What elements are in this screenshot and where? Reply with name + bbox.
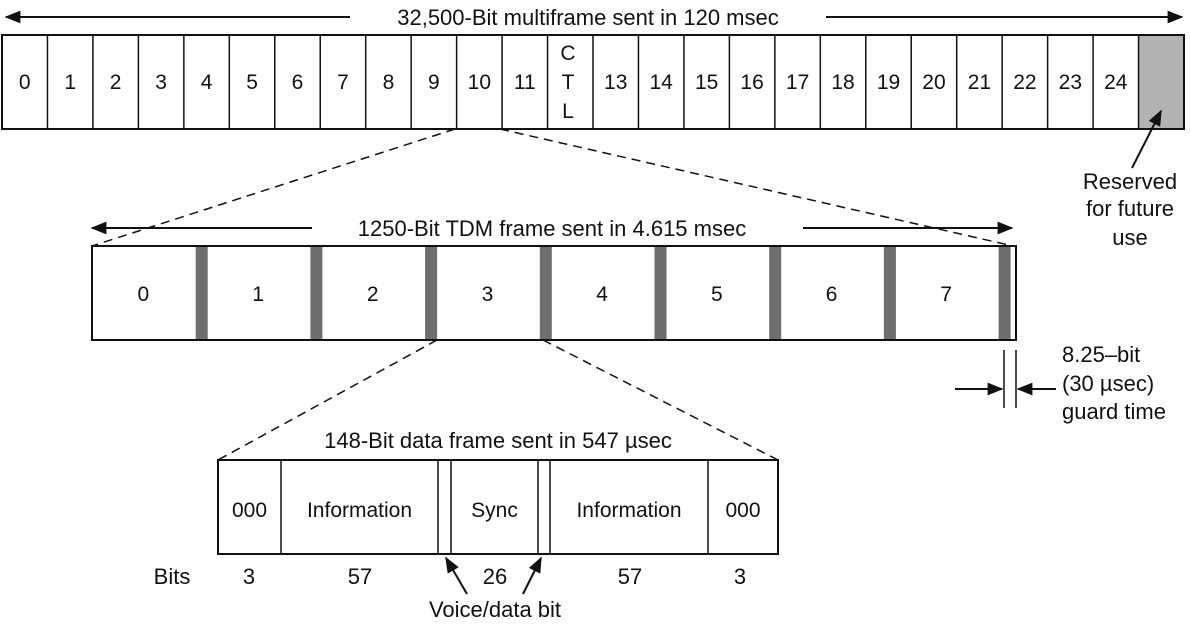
multiframe-slot-label: 18: [831, 71, 854, 94]
multiframe-slot-label: 0: [19, 71, 31, 94]
ctl-letter-c: C: [560, 42, 575, 65]
voice-data-bit-label: Voice/data bit: [429, 597, 561, 622]
multiframe-slot-label: 7: [337, 71, 349, 94]
tdm-slot-label: 3: [482, 283, 494, 306]
multiframe-title: 32,500-Bit multiframe sent in 120 msec: [397, 5, 779, 30]
tdm-slot-label: 0: [138, 283, 150, 306]
voice-data-arrow-left: [445, 556, 468, 595]
multiframe-slot-label: 3: [155, 71, 167, 94]
multiframe-slot-label: 17: [786, 71, 809, 94]
multiframe-slot-label: 2: [110, 71, 122, 94]
reserved-pointer-arrow: [1131, 109, 1162, 169]
data-frame-field-label: Information: [576, 499, 681, 522]
data-frame-field-label: Sync: [471, 499, 518, 522]
data-frame-field-label: Information: [307, 499, 412, 522]
data-frame-title: 148-Bit data frame sent in 547 µsec: [324, 428, 672, 453]
multiframe-slot-label: 16: [740, 71, 763, 94]
guard-label-line-2: (30 µsec): [1062, 371, 1154, 396]
tdm-guard-band: [654, 246, 667, 340]
tdm-frame: 1250-Bit TDM frame sent in 4.615 msec 0 1…: [90, 216, 1166, 424]
tdm-guard-band: [195, 246, 208, 340]
multiframe-slot-label: 5: [246, 71, 258, 94]
tdm-guard-band: [310, 246, 323, 340]
tdm-guard-band: [883, 246, 896, 340]
ctl-letter-t: T: [562, 71, 575, 94]
multiframe-slot-label: 9: [428, 71, 440, 94]
data-frame-bit-counts: 3 57 26 57 3: [243, 564, 746, 589]
tdm-frame-title: 1250-Bit TDM frame sent in 4.615 msec: [358, 216, 746, 241]
multiframe-slot-label: 8: [383, 71, 395, 94]
multiframe-slot-label: 13: [604, 71, 627, 94]
tdm-slot-label: 2: [367, 283, 379, 306]
multiframe-reserved-slot: [1139, 35, 1184, 129]
zoom-line-left-lower: [217, 339, 438, 461]
guard-label-line-3: guard time: [1062, 399, 1166, 424]
tdm-guard-band: [998, 246, 1011, 340]
tdm-guard-band: [769, 246, 782, 340]
bits-heading: Bits: [154, 564, 191, 589]
multiframe-slot-label: 22: [1013, 71, 1036, 94]
multiframe-slot-label: 14: [650, 71, 674, 94]
multiframe-slot-label: 4: [201, 71, 213, 94]
zoom-line-left-upper: [91, 128, 456, 247]
multiframe: 32,500-Bit multiframe sent in 120 msec 0…: [1, 5, 1185, 250]
data-frame-bit-count: 3: [243, 564, 255, 589]
multiframe-slot-label: 23: [1059, 71, 1082, 94]
multiframe-slot-label: 15: [695, 71, 718, 94]
tdm-slot-label: 4: [596, 283, 608, 306]
tdm-slot-label: 5: [711, 283, 723, 306]
multiframe-slot-label: 24: [1104, 71, 1128, 94]
multiframe-slot-label: 6: [292, 71, 304, 94]
multiframe-slot-label: 10: [468, 71, 491, 94]
tdm-guard-bands: [195, 246, 1011, 340]
multiframe-slot-label: 11: [514, 71, 536, 94]
tdm-slot-label: 1: [252, 283, 264, 306]
reserved-label-line-3: use: [1112, 225, 1147, 250]
multiframe-slot-label: 1: [64, 71, 76, 94]
data-frame: 148-Bit data frame sent in 547 µsec 000 I…: [154, 428, 779, 622]
multiframe-slot-label: 20: [922, 71, 945, 94]
tdm-guard-band: [539, 246, 552, 340]
data-frame-bit-count: 26: [483, 564, 507, 589]
data-frame-bit-count: 3: [734, 564, 746, 589]
reserved-label-line-2: for future: [1086, 196, 1174, 221]
voice-data-arrow-right: [522, 556, 542, 595]
data-frame-outline: [217, 459, 779, 555]
multiframe-slot-label: 21: [968, 71, 991, 94]
tdm-guard-band: [425, 246, 438, 340]
tdm-slot-label: 6: [826, 283, 838, 306]
zoom-line-right-upper: [499, 128, 1014, 247]
guard-label-line-1: 8.25–bit: [1062, 342, 1140, 367]
tdm-slot-label: 7: [940, 283, 952, 306]
data-frame-field-label: 000: [232, 499, 267, 522]
tdm-frame-outline: [91, 245, 1017, 341]
reserved-label-line-1: Reserved: [1083, 169, 1177, 194]
ctl-letter-l: L: [562, 100, 574, 123]
tdm-slot-labels: 0 1 2 3 4 5 6 7: [138, 283, 953, 306]
data-frame-fields: 000 Information Sync Information 000: [232, 460, 761, 554]
data-frame-bit-count: 57: [348, 564, 372, 589]
multiframe-slot-label: 19: [877, 71, 900, 94]
data-frame-field-label: 000: [725, 499, 760, 522]
data-frame-bit-count: 57: [618, 564, 642, 589]
